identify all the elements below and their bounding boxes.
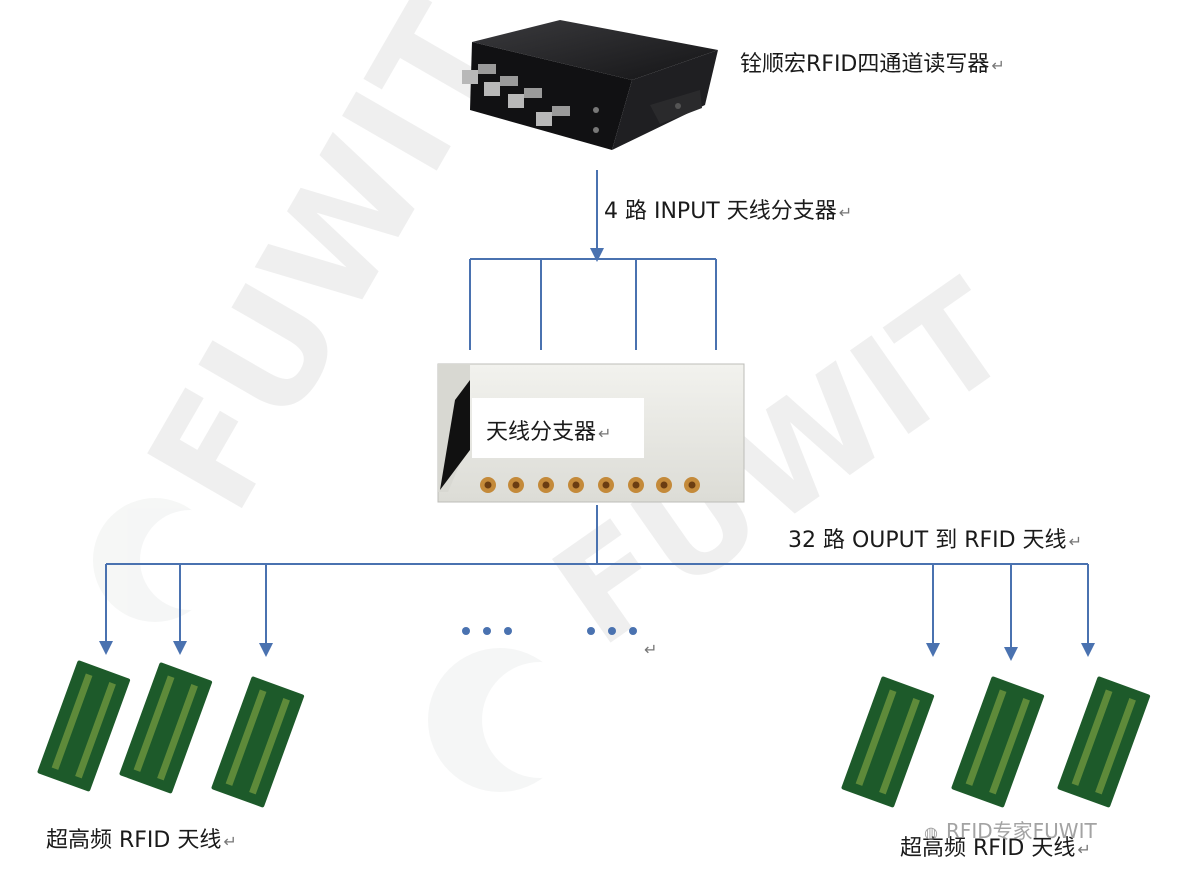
uhf-antenna xyxy=(1057,676,1151,808)
uhf-antenna xyxy=(841,676,935,808)
return-mark: ↵ xyxy=(1068,532,1082,551)
watermark-account-text: RFID专家FUWIT xyxy=(945,819,1097,843)
reader-connector xyxy=(536,106,570,126)
return-mark: ↵ xyxy=(1077,840,1091,859)
splitter-label-text: 天线分支器 xyxy=(486,420,597,445)
uhf-antenna xyxy=(37,660,131,792)
uhf-antenna xyxy=(211,676,305,808)
uhf-antenna xyxy=(951,676,1045,808)
reader-connector xyxy=(508,88,542,108)
uhf-antenna xyxy=(119,662,213,794)
return-mark: ↵ xyxy=(598,424,612,443)
ellipsis-left xyxy=(462,627,512,635)
input-bus xyxy=(469,258,717,350)
ellipsis-return-mark: ↵ xyxy=(642,636,657,661)
ellipsis-right xyxy=(587,627,637,635)
return-mark: ↵ xyxy=(644,640,658,659)
input-link-label-text: 4 路 INPUT 天线分支器 xyxy=(604,199,837,224)
output-bus xyxy=(106,505,1088,565)
antenna-group-right-label: 超高频 RFID 天线↵ xyxy=(900,830,1091,862)
antenna-group-right-label-text: 超高频 RFID 天线 xyxy=(900,836,1076,861)
return-mark: ↵ xyxy=(223,832,237,851)
input-link-label: 4 路 INPUT 天线分支器↵ xyxy=(604,193,852,225)
antenna-group-left-label: 超高频 RFID 天线↵ xyxy=(46,822,237,854)
reader-label-text: 铨顺宏RFID四通道读写器 xyxy=(740,52,990,77)
return-mark: ↵ xyxy=(838,203,853,222)
watermark-account: ◍ RFID专家FUWIT xyxy=(924,815,1097,844)
splitter-ports xyxy=(480,477,700,493)
watermark-logo-center xyxy=(428,648,598,792)
return-mark: ↵ xyxy=(991,56,1005,75)
reader-label: 铨顺宏RFID四通道读写器↵ xyxy=(740,46,1005,78)
reader-connector xyxy=(484,76,518,96)
output-link-label: 32 路 OUPUT 到 RFID 天线↵ xyxy=(788,522,1082,554)
reader-connector xyxy=(462,64,496,84)
watermark-logo-left xyxy=(93,498,240,622)
wechat-icon: ◍ xyxy=(924,823,938,842)
splitter-label: 天线分支器↵ xyxy=(486,414,611,446)
antenna-group-left-label-text: 超高频 RFID 天线 xyxy=(46,828,222,853)
splitter-label-box xyxy=(472,398,644,458)
output-link-label-text: 32 路 OUPUT 到 RFID 天线 xyxy=(788,528,1067,553)
rfid-reader-device xyxy=(462,20,718,150)
